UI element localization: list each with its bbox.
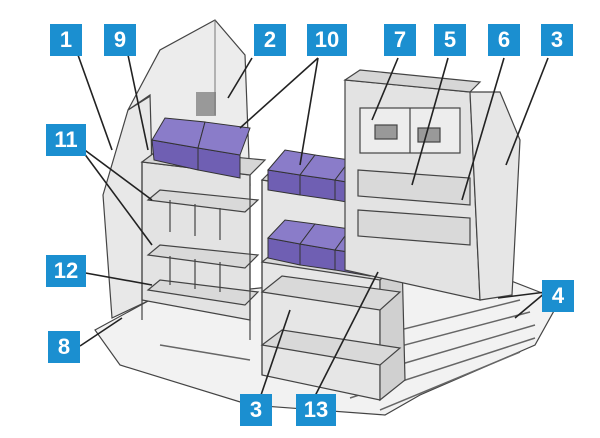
callout-10: 10 — [307, 24, 347, 56]
callout-5: 5 — [434, 24, 466, 56]
callout-1: 1 — [50, 24, 82, 56]
callout-4: 4 — [542, 280, 574, 312]
callout-8: 8 — [48, 331, 80, 363]
callout-3-top: 3 — [541, 24, 573, 56]
partition-vent — [196, 92, 216, 116]
callout-7: 7 — [384, 24, 416, 56]
right-end-panel — [469, 91, 521, 301]
callout-6: 6 — [488, 24, 520, 56]
rear-right-cabinet — [343, 69, 482, 301]
callout-11: 11 — [46, 124, 86, 156]
leader-lines — [77, 54, 549, 399]
callout-9: 9 — [104, 24, 136, 56]
bins-top-left — [151, 117, 251, 179]
callout-3-bottom: 3 — [240, 394, 272, 426]
callout-2: 2 — [254, 24, 286, 56]
callout-13: 13 — [296, 394, 336, 426]
callout-12: 12 — [46, 255, 86, 287]
